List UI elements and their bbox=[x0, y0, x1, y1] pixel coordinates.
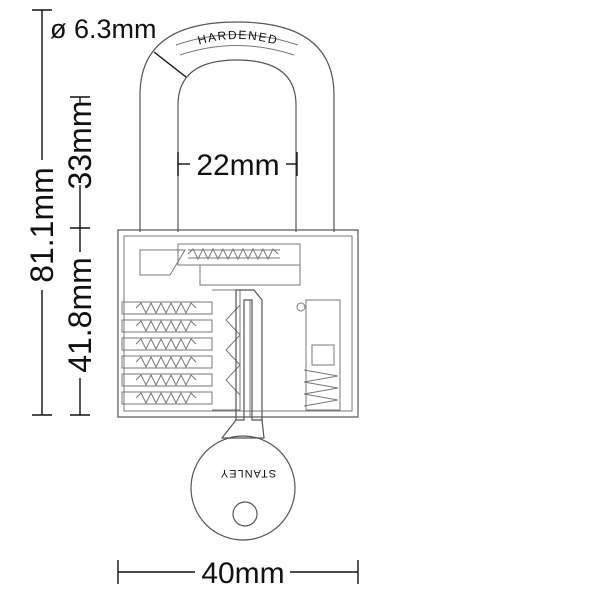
lock-body bbox=[117, 229, 359, 418]
stamp-band-bottom bbox=[179, 45, 295, 56]
right-block bbox=[311, 344, 335, 366]
pin-3 bbox=[121, 337, 213, 351]
pin-1 bbox=[121, 301, 213, 315]
right-spring bbox=[303, 369, 339, 407]
body-inner-outline bbox=[123, 235, 353, 412]
pin-spring-5 bbox=[135, 373, 197, 387]
key-blade bbox=[235, 289, 263, 421]
body-outline bbox=[117, 229, 359, 418]
pin-spring-1 bbox=[135, 301, 197, 315]
shackle-outer bbox=[139, 21, 335, 232]
pin-spring-4 bbox=[135, 355, 197, 369]
inner-width-label: 22mm bbox=[196, 149, 279, 182]
rivet bbox=[296, 302, 306, 312]
shackle: HARDENED bbox=[139, 21, 335, 232]
cam-housing bbox=[199, 265, 301, 286]
shackle-height-dimension: 33mm bbox=[62, 96, 98, 229]
pin-6 bbox=[121, 391, 213, 405]
right-column bbox=[305, 299, 341, 411]
shackle-inner bbox=[177, 59, 297, 232]
body-width-label: 40mm bbox=[201, 557, 284, 590]
stamp-band-top bbox=[175, 34, 299, 46]
key-hole bbox=[232, 501, 258, 527]
key: STANLEY bbox=[190, 289, 296, 541]
left-bolt bbox=[139, 249, 186, 276]
pin-2 bbox=[121, 319, 213, 333]
key-bow bbox=[190, 435, 296, 541]
body-width-dimension: 40mm bbox=[117, 557, 359, 590]
overall-height-dimension: 81.1mm bbox=[24, 9, 60, 416]
pin-spring-3 bbox=[135, 337, 197, 351]
key-shoulder bbox=[220, 419, 265, 439]
pin-tumblers bbox=[121, 301, 213, 405]
shackle-stamp: HARDENED bbox=[196, 28, 280, 48]
body-height-dimension: 41.8mm bbox=[62, 228, 98, 416]
body-height-label: 41.8mm bbox=[62, 257, 98, 373]
pin-spring-6 bbox=[135, 391, 197, 405]
pin-5 bbox=[121, 373, 213, 387]
shackle-diameter-leader bbox=[153, 51, 187, 78]
inner-width-dimension: 22mm bbox=[177, 149, 298, 182]
shackle-height-label: 33mm bbox=[62, 101, 98, 190]
shackle-diameter-label: ø 6.3mm bbox=[50, 14, 157, 44]
top-spring bbox=[187, 247, 279, 261]
key-brand: STANLEY bbox=[220, 467, 276, 479]
cylinder-left bbox=[212, 289, 241, 411]
overall-height-label: 81.1mm bbox=[24, 167, 60, 283]
pin-4 bbox=[121, 355, 213, 369]
cylinder-cuts bbox=[225, 304, 241, 396]
pin-spring-2 bbox=[135, 319, 197, 333]
